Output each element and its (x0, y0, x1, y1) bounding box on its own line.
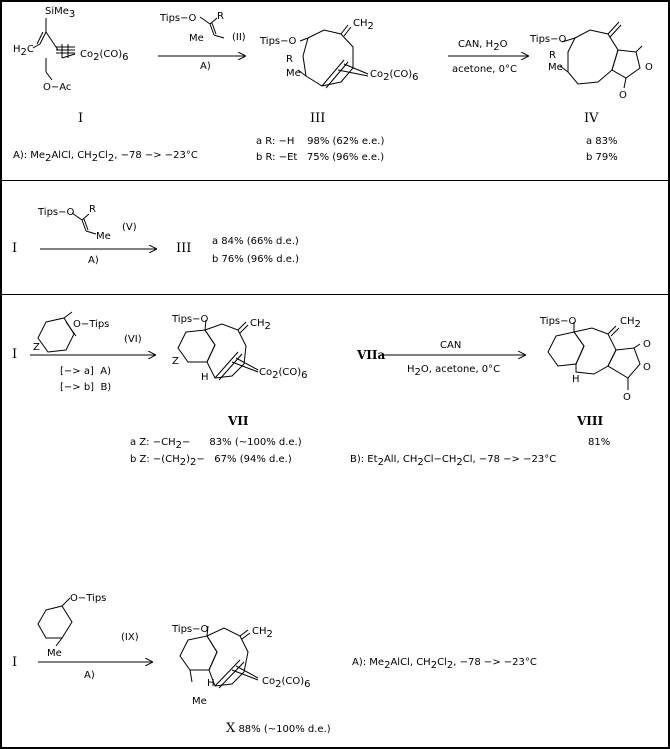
label-VIII-o-carbonyl-2: O (623, 392, 631, 403)
label-enol-tips: Tips−O (160, 13, 197, 24)
compound-number-VIII: VIII (577, 414, 604, 428)
label-VII-ch2: CH2 (250, 318, 271, 332)
label-IX-tips: O−Tips (70, 593, 107, 604)
label-III-me: Me (286, 68, 301, 79)
label-IX-me: Me (47, 648, 62, 659)
product-III-row2: III (176, 241, 192, 256)
compound-number-III: III (310, 111, 326, 126)
label-X-co: Co2(CO)6 (262, 676, 311, 690)
arrow5-condition-top: CAN (440, 340, 462, 351)
yield-VII-b: b Z: −(CH2)2− 67% (94% d.e.) (130, 454, 292, 468)
yield-III-a: a R: −H 98% (62% e.e.) (256, 136, 385, 147)
yield-III-b: b R: −Et 75% (96% e.e.) (256, 152, 385, 163)
condition-B: B): Et2AlI, CH2Cl−CH2Cl, −78 −> −23°C (350, 454, 557, 468)
label-IV-o-ring: O (645, 62, 653, 73)
label-III-tips: Tips−O (260, 36, 297, 47)
enol-IX-structure (37, 597, 73, 647)
yield-row2-a: a 84% (66% d.e.) (212, 236, 299, 247)
label-III-ch2: CH2 (353, 18, 374, 32)
enol-V-structure (71, 212, 97, 235)
label-X-tips: Tips−O (172, 624, 209, 635)
label-enol-me: Me (189, 33, 204, 44)
compound-number-X: X 88% (~100% d.e.) (226, 721, 331, 736)
label-oac: O−Ac (43, 82, 72, 93)
label-enol-II: (II) (232, 32, 246, 43)
label-X-me: Me (192, 696, 207, 707)
compound-III-structure (297, 24, 369, 89)
yield-IV-b: b 79% (586, 152, 618, 163)
label-VIII-ch2: CH2 (620, 316, 641, 330)
compound-IV-structure (559, 21, 643, 89)
label-IV-r: R (549, 50, 556, 61)
start-I-row2: I (12, 241, 18, 256)
label-VII-tips: Tips−O (172, 314, 209, 325)
label-h2c: H2C (13, 44, 34, 58)
label-V-r: R (89, 204, 96, 215)
label-IV-o-carbonyl: O (619, 90, 627, 101)
label-enol-r: R (217, 11, 224, 22)
label-VI-z: Z (33, 342, 40, 353)
compound-number-VIIa: VIIa (357, 348, 386, 362)
label-VII-co: Co2(CO)6 (259, 367, 308, 381)
label-VIII-o-carbonyl-1: O (643, 339, 651, 350)
arrow3-condition: A) (88, 255, 99, 266)
arrow5-condition-bottom: H2O, acetone, 0°C (407, 364, 501, 378)
compound-I-structure (32, 18, 76, 81)
start-I-row4: I (12, 655, 18, 670)
label-III-r: R (286, 54, 293, 65)
label-VII-h: H (201, 372, 209, 383)
label-VIII-o-ring: O (643, 362, 651, 373)
compound-number-I: I (78, 111, 84, 126)
yield-IV-a: a 83% (586, 136, 618, 147)
label-V-me: Me (96, 231, 111, 242)
section-divider-2 (0, 294, 670, 295)
arrow4-condition-a: [−> a] A) (60, 366, 111, 377)
arrow1-condition: A) (200, 61, 211, 72)
label-VIII-h: H (572, 374, 580, 385)
section-divider-1 (0, 180, 670, 181)
label-IX-num: (IX) (121, 632, 139, 643)
condition-A-row1: A): Me2AlCl, CH2Cl2, −78 −> −23°C (13, 150, 198, 164)
compound-X-structure (179, 625, 259, 689)
arrow4-condition-b: [−> b] B) (60, 382, 112, 393)
label-IV-me: Me (548, 62, 563, 73)
compound-number-VII: VII (228, 414, 249, 428)
yield-VII-a: a Z: −CH2− 83% (~100% d.e.) (130, 437, 302, 451)
start-I-row3: I (12, 347, 18, 362)
label-V-tips: Tips−O (38, 207, 75, 218)
label-sime3: SiMe3 (45, 6, 76, 20)
compound-VIII-structure (547, 322, 641, 390)
enol-VI-structure (37, 311, 77, 353)
arrow2-condition-bottom: acetone, 0°C (452, 64, 518, 75)
arrow6-condition: A) (84, 670, 95, 681)
label-VII-z: Z (172, 356, 179, 367)
label-X-ch2: CH2 (252, 626, 273, 640)
enol-II-structure (199, 16, 225, 39)
label-VI-tips: O−Tips (73, 319, 110, 330)
label-VIII-tips: Tips−O (540, 316, 577, 327)
label-co2co6-I: Co2(CO)6 (80, 49, 129, 63)
label-III-co: Co2(CO)6 (370, 69, 419, 83)
arrow2-condition-top: CAN, H2O (458, 39, 508, 53)
label-X-h: H (207, 678, 215, 689)
label-IV-tips: Tips−O (530, 34, 567, 45)
compound-number-IV: IV (584, 111, 599, 126)
label-VI-num: (VI) (124, 334, 142, 345)
label-V-num: (V) (122, 222, 137, 233)
condition-A-row4: A): Me2AlCl, CH2Cl2, −78 −> −23°C (352, 657, 537, 671)
yield-VIII: 81% (588, 437, 611, 448)
yield-row2-b: b 76% (96% d.e.) (212, 254, 299, 265)
compound-VII-structure (177, 319, 259, 381)
